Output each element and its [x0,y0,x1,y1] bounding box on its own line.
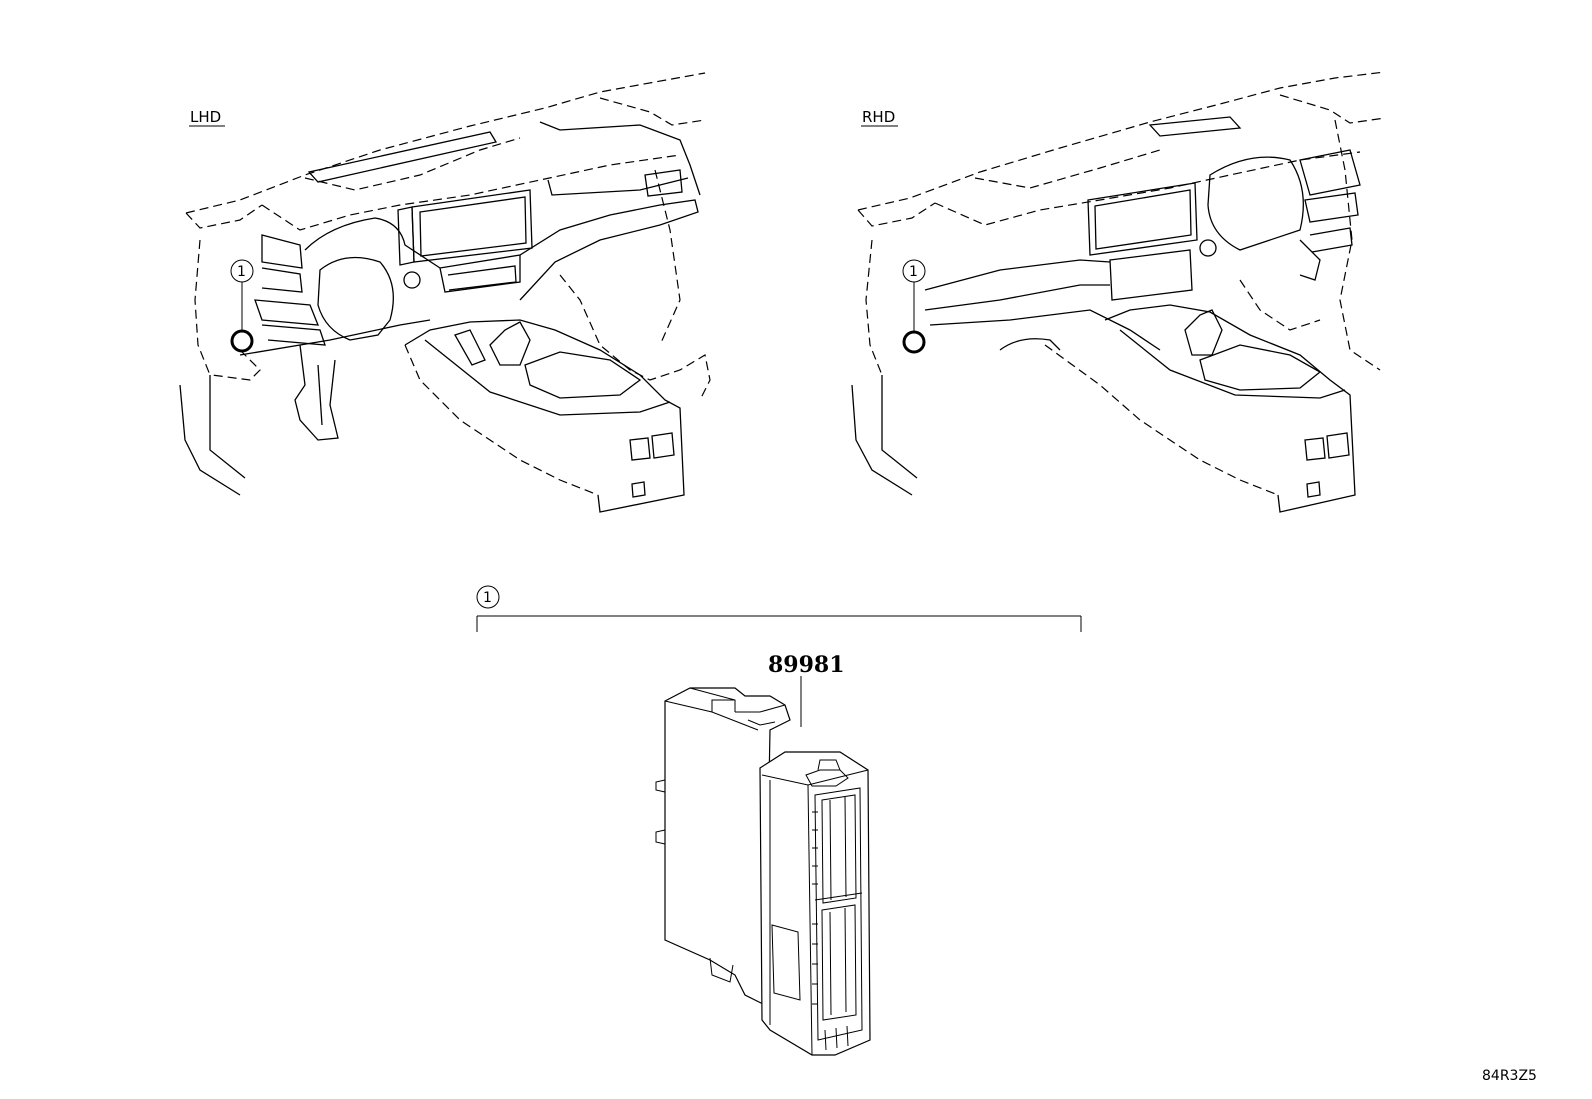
lhd-callout-number: 1 [237,264,246,280]
lhd-callout-1: 1 [230,259,254,353]
lhd-view: LHD [179,72,711,513]
rhd-callout-number: 1 [909,264,918,280]
lhd-dashboard-illustration [179,72,711,513]
rhd-location-marker [902,330,926,354]
lhd-label: LHD [190,108,221,126]
part-number-callout: 89981 [768,652,845,727]
rhd-view: RHD [851,71,1386,513]
rhd-label: RHD [862,108,895,126]
bracket-callout-circle [476,585,500,609]
control-module-illustration [655,687,871,1056]
rhd-dashboard-illustration [851,71,1386,513]
lhd-location-marker [230,329,254,353]
part-number: 89981 [768,652,845,678]
diagram-code: 84R3Z5 [1482,1068,1537,1084]
part-bracket: 1 [476,585,1082,632]
rhd-callout-1: 1 [902,259,926,354]
bracket-callout-number: 1 [483,590,492,606]
